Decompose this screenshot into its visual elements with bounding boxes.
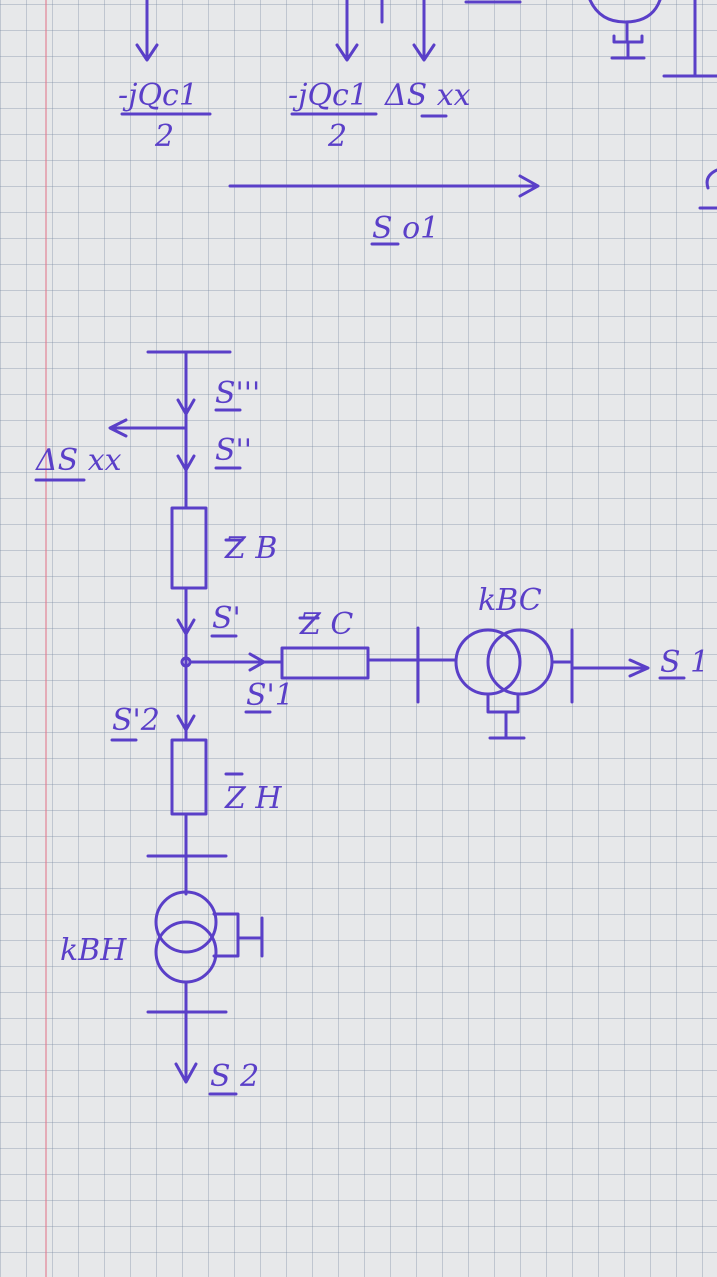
top-frac1-numerator: -jQc1 bbox=[118, 78, 198, 113]
top-arrow-left-head bbox=[135, 43, 159, 62]
kbh-winding-top bbox=[154, 890, 218, 954]
top-fragment: -jQc1 2 -jQc1 2 ΔS xx S o1 bbox=[118, 0, 717, 246]
s-prime-arrow bbox=[176, 618, 196, 636]
zh-label: Z H bbox=[224, 781, 282, 816]
s-triple-label: S''' bbox=[215, 376, 260, 411]
s01-arrow-head bbox=[518, 174, 540, 198]
kbh-tertiary-bracket bbox=[212, 912, 240, 958]
top-frac2-denominator: 2 bbox=[327, 119, 347, 154]
right-edge-partial-symbol bbox=[705, 168, 717, 190]
s1-arrow-head bbox=[628, 658, 650, 678]
s-double-label: S'' bbox=[215, 433, 252, 468]
zb-impedance-box bbox=[170, 506, 208, 590]
top-ds-xx-label: ΔS xx bbox=[384, 78, 471, 113]
s01-label: S o1 bbox=[372, 211, 439, 246]
s1-prime-arrow bbox=[248, 652, 266, 672]
zh-impedance-box bbox=[170, 738, 208, 816]
top-transformer-partial bbox=[588, 0, 662, 24]
zc-impedance-box bbox=[280, 646, 370, 680]
s2-out-label: S 2 bbox=[210, 1059, 259, 1094]
s2-prime-arrow bbox=[176, 714, 196, 732]
zc-label: Z C bbox=[299, 607, 353, 642]
s2-prime-label: S'2 bbox=[112, 703, 160, 738]
top-frac1-denominator: 2 bbox=[154, 119, 174, 154]
s1-out-label: S 1 bbox=[660, 645, 709, 680]
zb-label: Z B bbox=[224, 531, 277, 566]
top-frac2-numerator: -jQc1 bbox=[288, 78, 368, 113]
notebook-margin-line bbox=[45, 0, 47, 1277]
s1-prime-label: S'1 bbox=[246, 678, 294, 713]
ds-xx-left-label: ΔS xx bbox=[35, 443, 122, 478]
s-triple-arrow bbox=[176, 398, 196, 416]
kbh-label: kBH bbox=[60, 933, 127, 968]
main-circuit: S''' ΔS xx S'' Z B S' S'1 Z C bbox=[34, 350, 709, 1096]
s-double-arrow bbox=[176, 454, 196, 472]
ds-xx-branch-head bbox=[108, 418, 128, 438]
s2-arrow-head bbox=[174, 1062, 198, 1084]
top-arrow-right-head bbox=[412, 43, 436, 62]
s-prime-label: S' bbox=[212, 601, 241, 636]
top-arrow-mid-head bbox=[335, 43, 359, 62]
kbc-label: kBC bbox=[478, 583, 542, 618]
kbc-tertiary-bracket bbox=[486, 692, 520, 714]
